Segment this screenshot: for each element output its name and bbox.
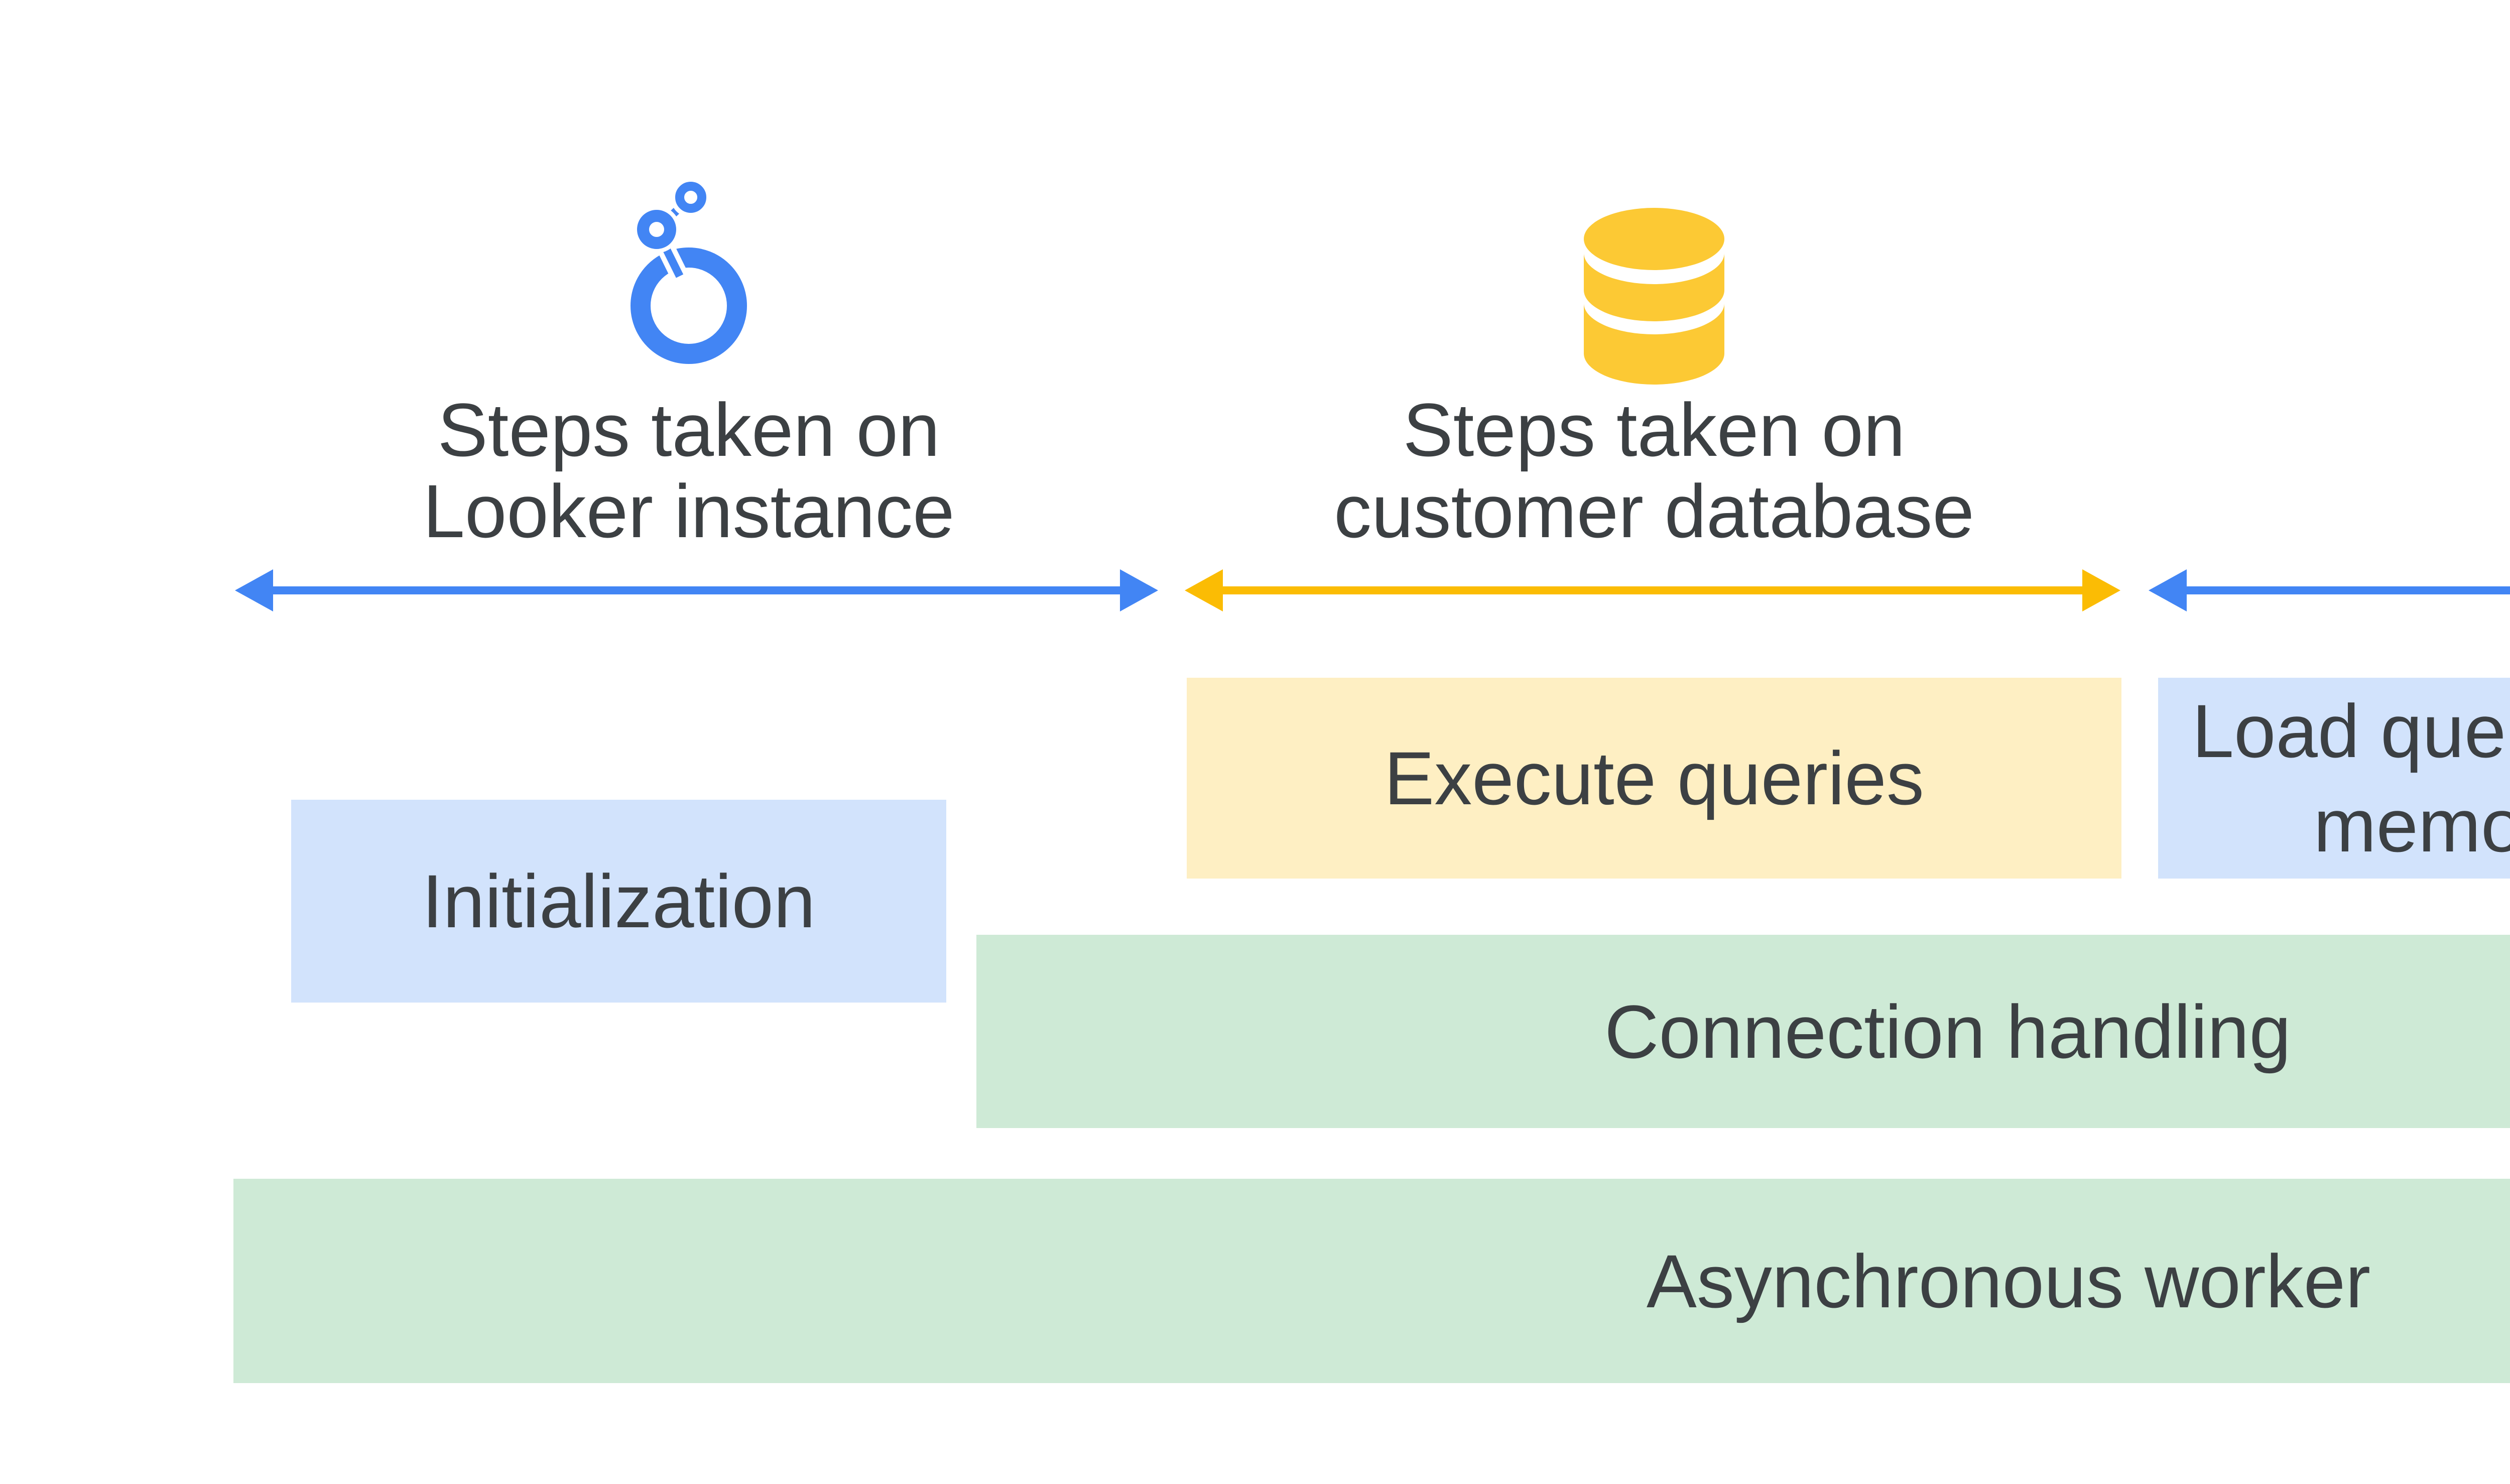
box-label: Asynchronous worker <box>1646 1239 2371 1323</box>
legend-line: Looker instance <box>2488 470 2510 552</box>
legend-label-looker-right: Steps taken on Looker instance <box>2488 389 2510 552</box>
legend-line: Steps taken on <box>437 388 940 472</box>
box-label: Load queries in <box>2192 689 2510 773</box>
box-label: memory <box>2313 783 2510 868</box>
box-execute-queries: Execute queries <box>1187 678 2121 879</box>
legend-label-looker-left: Steps taken on Looker instance <box>187 389 1191 552</box>
box-label: Execute queries <box>1384 736 1924 820</box>
box-connection-handling: Connection handling <box>976 935 2510 1128</box>
looker-logo-icon <box>631 177 747 364</box>
legend-line: customer database <box>1334 469 1974 553</box>
legend-label-customer-database: Steps taken on customer database <box>1152 389 2156 552</box>
box-initialization: Initialization <box>291 800 946 1003</box>
double-arrow-looker-left <box>234 565 1159 618</box>
legend-line: Looker instance <box>423 469 955 553</box>
legend-line: Steps taken on <box>1403 388 1906 472</box>
box-label: Initialization <box>422 859 816 943</box>
box-load-queries-in-memory: Load queries in memory <box>2158 678 2510 879</box>
box-asynchronous-worker: Asynchronous worker <box>233 1179 2510 1383</box>
database-icon <box>1583 207 1725 385</box>
double-arrow-looker-right <box>2148 565 2510 618</box>
double-arrow-customer-database <box>1184 565 2121 618</box>
legend-line: Steps taken on <box>2488 389 2510 470</box>
box-label: Connection handling <box>1604 989 2291 1074</box>
